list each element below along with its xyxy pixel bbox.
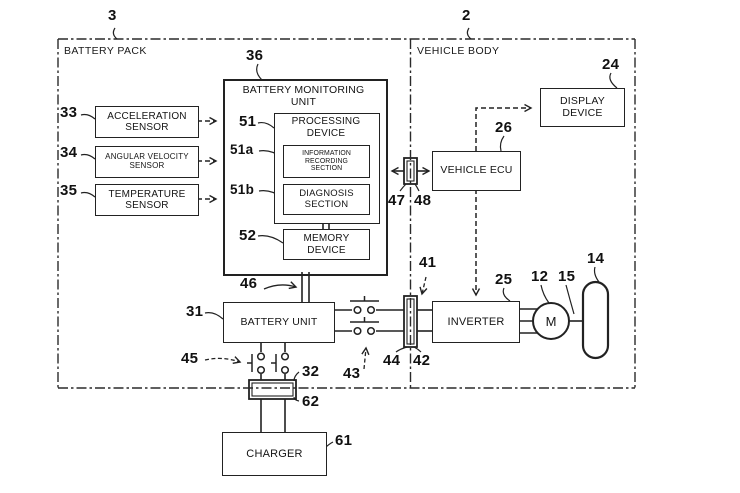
ref-51b: 51b	[230, 182, 255, 197]
battery-pack-region-label: BATTERY PACK	[64, 45, 147, 57]
motor-circle	[532, 302, 570, 340]
temperature-sensor-box: TEMPERATURE SENSOR	[95, 184, 199, 216]
ref-44: 44	[383, 352, 401, 369]
ref-41: 41	[419, 254, 437, 271]
memory-device-box: MEMORY DEVICE	[283, 229, 370, 260]
angular-velocity-sensor-box: ANGULAR VELOCITY SENSOR	[95, 146, 199, 178]
ref-51: 51	[239, 113, 257, 130]
ref-42: 42	[413, 352, 431, 369]
ref-25: 25	[495, 271, 513, 288]
ref-48: 48	[414, 192, 432, 209]
battery-monitoring-unit-box	[223, 79, 388, 276]
ref-34: 34	[60, 144, 78, 161]
dashed-signal-lines	[197, 103, 533, 297]
motor-and-wheel	[532, 280, 610, 360]
processing-device-label: PROCESSING DEVICE	[291, 116, 361, 139]
ref-32: 32	[302, 363, 320, 380]
display-device-box: DISPLAY DEVICE	[540, 88, 625, 127]
battery-monitoring-unit-label: BATTERY MONITORING UNIT	[242, 84, 365, 109]
vehicle-body-region-label: VEHICLE BODY	[417, 45, 500, 57]
ref-2: 2	[462, 7, 471, 24]
ref-61: 61	[335, 432, 353, 449]
ref-33: 33	[60, 104, 78, 121]
motor-label: M	[545, 313, 557, 329]
inverter-box: INVERTER	[432, 301, 520, 343]
ref-14: 14	[587, 250, 605, 267]
ref-36: 36	[246, 47, 264, 64]
ref-43: 43	[343, 365, 361, 382]
region-borders	[57, 38, 636, 389]
ref-3: 3	[108, 7, 117, 24]
leader-lines	[80, 27, 618, 449]
diagnosis-section-box: DIAGNOSIS SECTION	[283, 184, 370, 215]
switch-symbols	[247, 296, 379, 375]
battery-unit-box: BATTERY UNIT	[223, 302, 335, 343]
wheel-shape	[581, 280, 610, 360]
ref-31: 31	[186, 303, 204, 320]
ref-35: 35	[60, 182, 78, 199]
ref-26: 26	[495, 119, 513, 136]
ref-15: 15	[558, 268, 576, 285]
ref-46: 46	[240, 275, 258, 292]
ref-12: 12	[531, 268, 549, 285]
ref-51a: 51a	[230, 142, 254, 157]
ref-45: 45	[181, 350, 199, 367]
charger-box: CHARGER	[222, 432, 327, 476]
acceleration-sensor-box: ACCELERATION SENSOR	[95, 106, 199, 138]
ref-52: 52	[239, 227, 257, 244]
annotation-arrows	[204, 276, 428, 370]
ref-47: 47	[388, 192, 406, 209]
vehicle-ecu-box: VEHICLE ECU	[432, 151, 521, 191]
information-recording-section-box: INFORMATION RECORDING SECTION	[283, 145, 370, 178]
ref-24: 24	[602, 56, 620, 73]
ref-62: 62	[302, 393, 320, 410]
